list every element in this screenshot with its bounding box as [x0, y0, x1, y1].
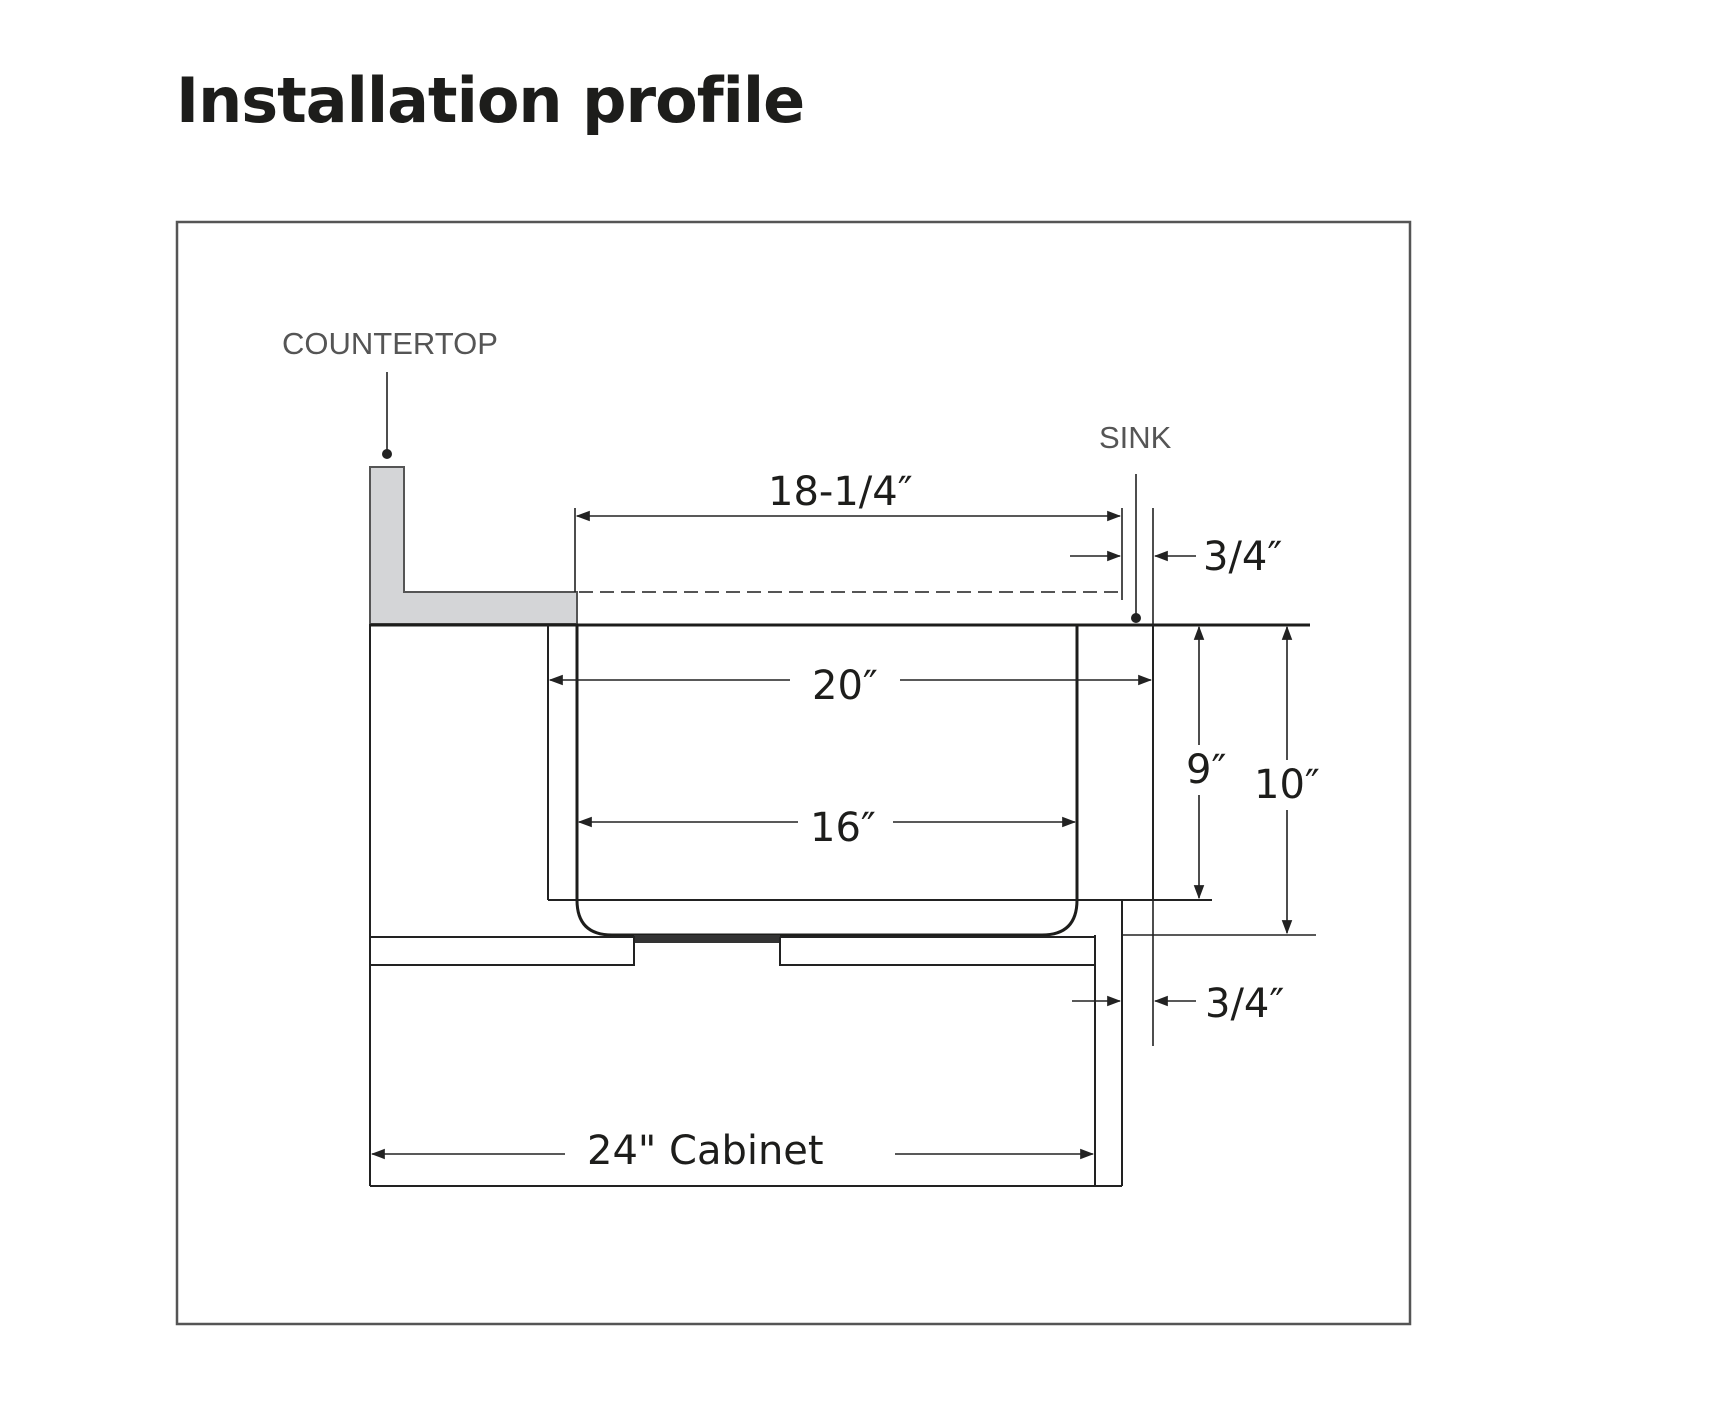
sink-label: SINK	[1099, 420, 1172, 455]
sink-bowl	[575, 625, 1079, 937]
sink-drain	[634, 935, 780, 943]
dim-wall-label: 3/4″	[1205, 981, 1284, 1027]
dim-20-label: 20″	[812, 663, 878, 709]
dim-18-label: 18-1/4″	[768, 469, 913, 515]
dim-9-label: 9″	[1186, 747, 1226, 793]
countertop-leader-dot	[382, 449, 392, 459]
dim-10-label: 10″	[1254, 762, 1320, 808]
countertop-shape	[369, 466, 578, 625]
countertop-label: COUNTERTOP	[282, 326, 498, 361]
support-rail-right	[779, 936, 1096, 966]
dim-16-label: 16″	[810, 805, 876, 851]
support-rail-left	[370, 936, 635, 966]
sink-leader-dot	[1131, 613, 1141, 623]
page-title: Installation profile	[176, 64, 805, 137]
diagram-frame	[175, 220, 1412, 1326]
dim-24-label: 24" Cabinet	[587, 1128, 824, 1174]
dim-flange-label: 3/4″	[1203, 534, 1282, 580]
